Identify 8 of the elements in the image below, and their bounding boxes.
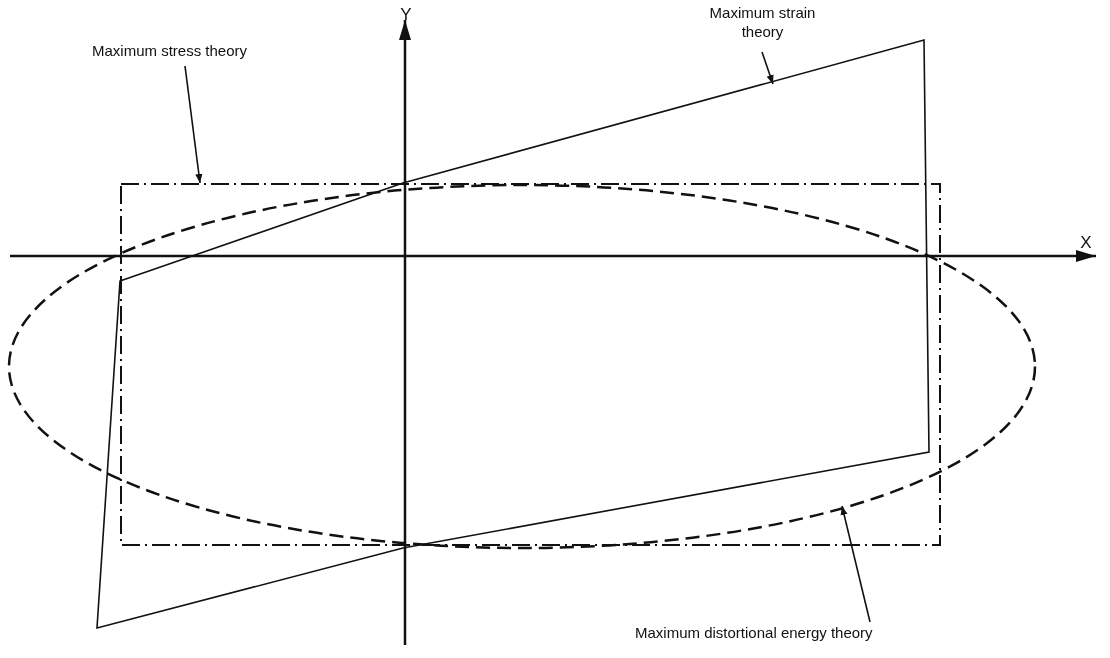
- axis-label: X: [1079, 232, 1093, 254]
- callout-text: Maximum distortional energy theory: [635, 624, 874, 643]
- leader-line: [840, 505, 871, 623]
- callout-text: Maximum stress theory: [92, 42, 249, 61]
- leader-line: [761, 51, 774, 85]
- callout-text: Maximum strain theory: [708, 4, 817, 42]
- leader-line: [184, 65, 203, 184]
- axis-label: Y: [399, 4, 413, 26]
